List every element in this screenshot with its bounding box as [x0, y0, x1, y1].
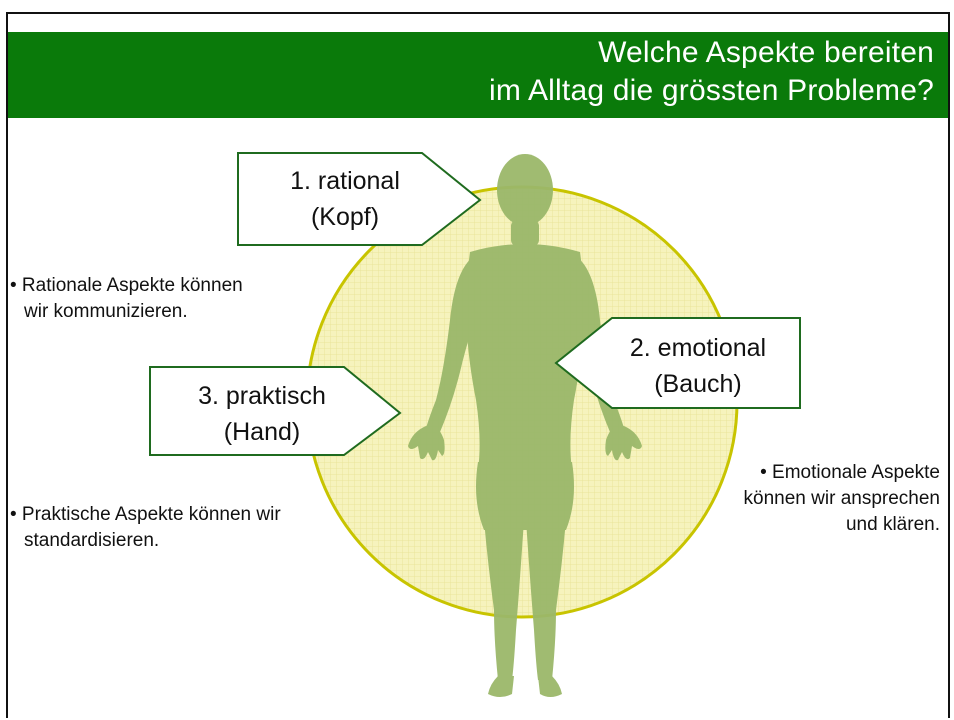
- callout-emotional-sub: (Bauch): [654, 370, 742, 398]
- callout-emotional: 2. emotional (Bauch): [600, 330, 796, 402]
- callout-rational-shape: [237, 152, 482, 246]
- title-bar: Welche Aspekte bereiten im Alltag die gr…: [8, 32, 948, 118]
- human-figure-icon: [408, 154, 642, 697]
- callout-praktisch: 3. praktisch (Hand): [172, 378, 352, 450]
- bullet-emotional-line1: • Emotionale Aspekte: [760, 462, 940, 483]
- title-line-2: im Alltag die grössten Probleme?: [489, 74, 934, 107]
- bullet-emotional: • Emotionale Aspekte können wir ansprech…: [744, 460, 940, 538]
- bullet-rational-line2: wir kommunizieren.: [24, 301, 188, 322]
- callout-rational-sub: (Kopf): [310, 203, 380, 231]
- title-line-1: Welche Aspekte bereiten: [598, 36, 934, 69]
- bullet-rational: • Rationale Aspekte können wir kommunizi…: [10, 273, 243, 325]
- callout-rational-label: 1. rational: [290, 167, 400, 195]
- bullet-emotional-line3: und klären.: [845, 514, 940, 535]
- callout-rational: 1. rational (Kopf): [270, 163, 420, 235]
- bullet-emotional-line2: können wir ansprechen: [743, 488, 940, 509]
- bullet-praktisch-line2: standardisieren.: [24, 530, 160, 551]
- slide-frame: [6, 12, 950, 718]
- bullet-rational-line1: • Rationale Aspekte können: [10, 275, 243, 296]
- callout-emotional-shape: [554, 317, 801, 409]
- bullet-praktisch: • Praktische Aspekte können wir standard…: [10, 502, 281, 554]
- callout-praktisch-sub: (Hand): [223, 418, 301, 446]
- callout-emotional-label: 2. emotional: [629, 334, 767, 362]
- callout-praktisch-label: 3. praktisch: [198, 382, 326, 410]
- bullet-praktisch-line1: • Praktische Aspekte können wir: [10, 504, 281, 525]
- callout-praktisch-shape: [149, 366, 402, 456]
